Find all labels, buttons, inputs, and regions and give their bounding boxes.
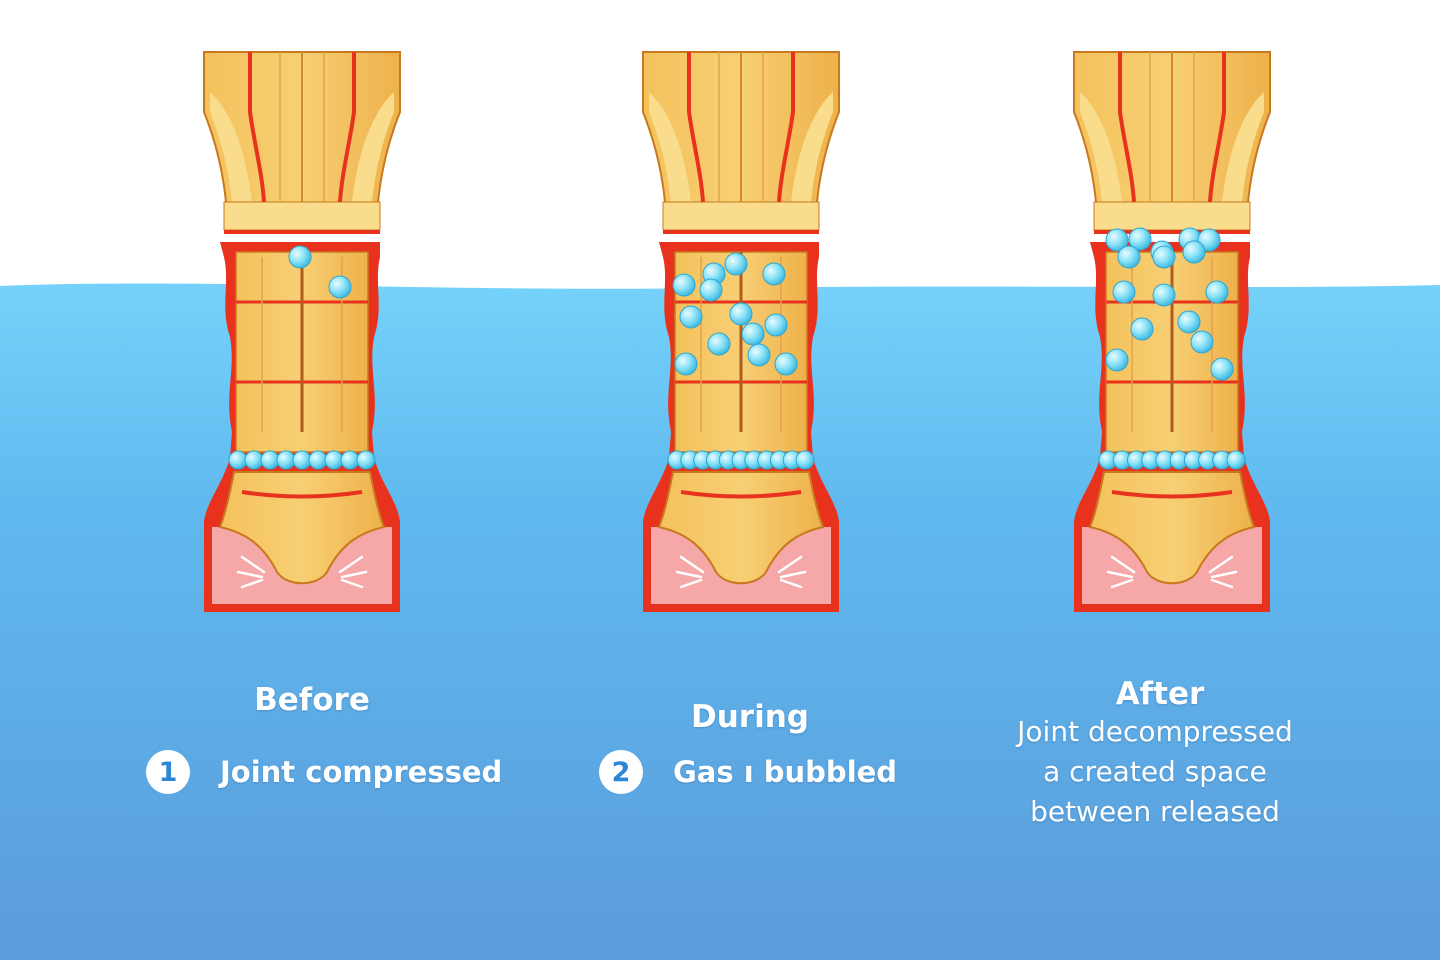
- gas-bubble: [1177, 310, 1201, 334]
- gas-bubble: [1105, 348, 1129, 372]
- step-row-2: 2 Gas ı bubbled: [599, 750, 897, 794]
- cortical-line: [1208, 52, 1226, 203]
- tendon-mark: [1210, 570, 1238, 579]
- joint-panel-after: [1073, 51, 1271, 612]
- gas-bubble: [1197, 228, 1221, 252]
- joint-panel-during: [642, 51, 840, 612]
- tendon-mark: [679, 578, 703, 589]
- stage-title-before: Before: [254, 682, 370, 718]
- gas-bubble: [699, 278, 723, 302]
- gas-bubble: [1210, 357, 1234, 381]
- fluid-bubble: [356, 450, 376, 470]
- fluid-bubble: [1226, 450, 1246, 470]
- after-description-line: a created space: [1043, 755, 1267, 788]
- spongy-bone: [1093, 201, 1251, 231]
- gas-bubble: [1190, 330, 1214, 354]
- stage-title-during: During: [691, 699, 809, 735]
- fluid-bubble: [228, 450, 248, 470]
- tendon-mark: [1106, 570, 1134, 579]
- tendon-mark: [777, 555, 803, 574]
- step-label: Joint compressed: [220, 755, 503, 789]
- gas-bubble: [1152, 283, 1176, 307]
- after-description-line: Joint decompressed: [1017, 715, 1293, 748]
- lower-bone: [657, 471, 825, 585]
- gas-bubble: [1205, 280, 1229, 304]
- cartilage-line: [1111, 490, 1233, 499]
- fluid-bubble: [276, 450, 296, 470]
- spongy-bone: [649, 92, 691, 202]
- tendon-mark: [240, 578, 264, 589]
- cortical-line: [687, 52, 705, 203]
- gas-bubble: [724, 252, 748, 276]
- gas-bubble: [328, 275, 352, 299]
- fluid-bubble: [324, 450, 344, 470]
- spongy-bone: [662, 201, 820, 231]
- step-row-1: 1 Joint compressed: [146, 750, 502, 794]
- step-number-badge: 1: [146, 750, 190, 794]
- gas-bubble: [1117, 245, 1141, 269]
- gas-bubble: [774, 352, 798, 376]
- gas-bubble: [729, 302, 753, 326]
- tendon-mark: [779, 570, 807, 579]
- cartilage-line: [680, 490, 802, 499]
- cortical-line: [777, 52, 795, 203]
- gas-bubble: [1130, 317, 1154, 341]
- fluid-bubble: [292, 450, 312, 470]
- step-label: Gas ı bubbled: [673, 755, 898, 789]
- gas-bubble: [1128, 227, 1152, 251]
- tendon-mark: [1110, 555, 1136, 574]
- gas-bubble: [672, 273, 696, 297]
- tendon-mark: [679, 555, 705, 574]
- cortical-line: [248, 52, 266, 203]
- tendon-mark: [340, 578, 364, 589]
- tendon-mark: [236, 570, 264, 579]
- tendon-mark: [1208, 555, 1234, 574]
- after-description: Joint decompressed a created space betwe…: [995, 712, 1315, 832]
- gas-bubble: [288, 245, 312, 269]
- tendon-mark: [340, 570, 368, 579]
- tendon-mark: [338, 555, 364, 574]
- fluid-bubble: [340, 450, 360, 470]
- spongy-bone: [791, 92, 833, 202]
- step-number-badge: 2: [599, 750, 643, 794]
- spongy-bone: [210, 92, 252, 202]
- gas-bubble: [1112, 280, 1136, 304]
- tendon-mark: [240, 555, 266, 574]
- gas-bubble: [1182, 240, 1206, 264]
- joint-panel-before: [203, 51, 401, 612]
- cortical-line: [338, 52, 356, 203]
- gas-bubble: [1152, 245, 1176, 269]
- spongy-bone: [352, 92, 394, 202]
- lower-bone: [218, 471, 386, 585]
- gas-bubble: [762, 262, 786, 286]
- cortical-line: [1118, 52, 1136, 203]
- tendon-mark: [1210, 578, 1234, 589]
- lower-bone: [1088, 471, 1256, 585]
- spongy-bone: [1222, 92, 1264, 202]
- fluid-bubble: [260, 450, 280, 470]
- spongy-bone: [1080, 92, 1122, 202]
- gas-bubble: [679, 305, 703, 329]
- tendon-mark: [1110, 578, 1134, 589]
- gas-bubble: [674, 352, 698, 376]
- spongy-bone: [223, 201, 381, 231]
- fluid-bubble: [795, 450, 815, 470]
- tendon-mark: [675, 570, 703, 579]
- gas-bubble: [1105, 228, 1129, 252]
- gas-bubble: [741, 322, 765, 346]
- gas-bubble: [707, 332, 731, 356]
- gas-bubble: [764, 313, 788, 337]
- cartilage-line: [241, 490, 363, 499]
- gas-bubble: [747, 343, 771, 367]
- fluid-bubble: [308, 450, 328, 470]
- fluid-bubble: [244, 450, 264, 470]
- after-description-line: between released: [1030, 795, 1280, 828]
- tendon-mark: [779, 578, 803, 589]
- stage-title-after: After: [1115, 676, 1205, 712]
